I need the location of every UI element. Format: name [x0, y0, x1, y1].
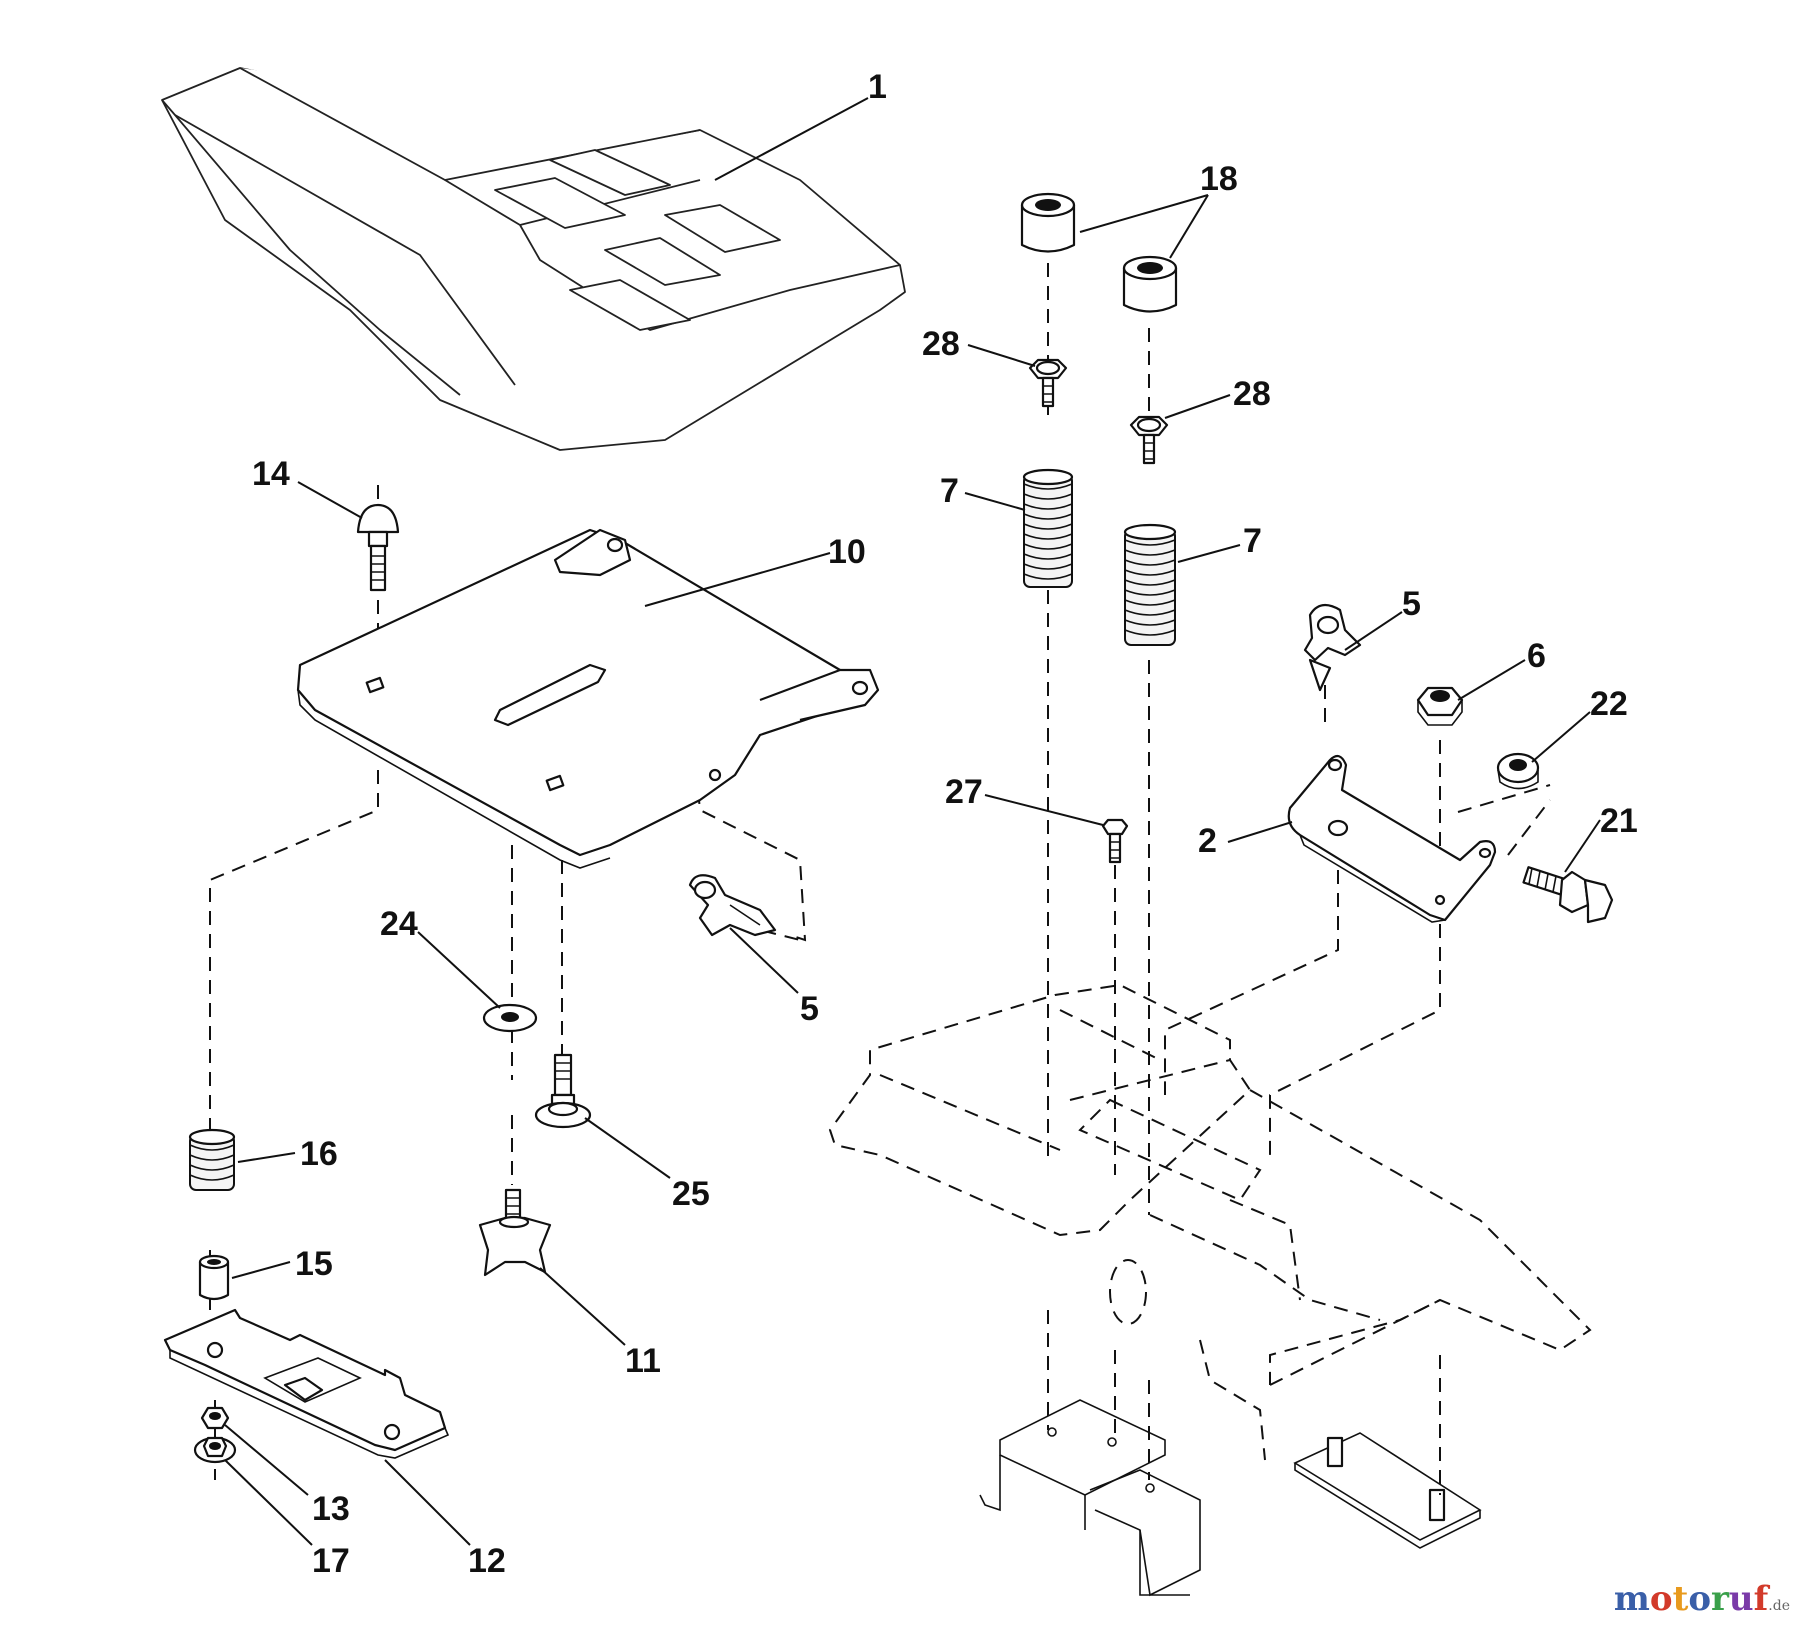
mower-frame-outline — [828, 983, 1592, 1461]
callout-10: 10 — [828, 533, 866, 571]
lower-bracket-right — [1293, 1432, 1482, 1549]
watermark-tld: .de — [1768, 1598, 1790, 1614]
callout-25: 25 — [672, 1175, 710, 1213]
clip-upper — [1303, 603, 1362, 692]
flat-washer — [482, 1003, 538, 1033]
hex-nut — [1416, 686, 1464, 726]
callout-27: 27 — [945, 773, 983, 811]
small-spring — [188, 1128, 236, 1191]
callout-13: 13 — [312, 1490, 350, 1528]
bushing-left — [1020, 192, 1076, 253]
callout-14: 14 — [252, 455, 290, 493]
watermark-letter: o — [1649, 1579, 1673, 1619]
callout-5-upper: 5 — [1402, 585, 1421, 623]
callout-2: 2 — [1198, 822, 1217, 860]
callout-18: 18 — [1200, 160, 1238, 198]
watermark-letter: f — [1753, 1579, 1769, 1619]
watermark-letter: r — [1711, 1579, 1729, 1619]
callout-7-left: 7 — [940, 472, 959, 510]
callout-15: 15 — [295, 1245, 333, 1283]
adjustment-knob — [478, 1188, 552, 1277]
watermark-letter: t — [1672, 1579, 1689, 1619]
slide-plate — [163, 1308, 450, 1459]
spring-left — [1022, 468, 1074, 588]
callout-28-right: 28 — [1233, 375, 1271, 413]
carriage-bolt — [356, 503, 400, 592]
spring-right — [1123, 523, 1177, 646]
watermark-letter: o — [1688, 1579, 1711, 1619]
callout-21: 21 — [1600, 802, 1638, 840]
callout-24: 24 — [380, 905, 418, 943]
shoulder-bolt — [534, 1053, 592, 1129]
star-bolt-left — [1028, 358, 1068, 408]
callout-7-right: 7 — [1243, 522, 1262, 560]
flange-nut-13 — [200, 1406, 230, 1430]
watermark-brand: motoruf — [1614, 1579, 1768, 1619]
callout-16: 16 — [300, 1135, 338, 1173]
star-bolt-right — [1129, 415, 1169, 465]
small-bolt — [1101, 818, 1129, 864]
clip-lower — [688, 874, 777, 937]
callout-5-lower: 5 — [800, 990, 819, 1028]
watermark-letter: m — [1613, 1579, 1650, 1619]
callout-17: 17 — [312, 1542, 350, 1580]
leader-lines — [224, 97, 1601, 1546]
seat-pan — [296, 528, 880, 869]
callout-11: 11 — [625, 1342, 661, 1380]
callout-28-left: 28 — [922, 325, 960, 363]
assembly-lines — [209, 263, 1551, 1495]
callout-22: 22 — [1590, 685, 1628, 723]
seat — [161, 67, 906, 451]
flange-nut-17 — [193, 1436, 237, 1464]
watermark-logo: motoruf.de — [1614, 1579, 1790, 1619]
seat-bracket — [1287, 754, 1497, 923]
spacer — [198, 1254, 230, 1301]
callout-labels: 1 18 28 28 14 10 7 7 5 6 22 21 2 27 24 5… — [252, 68, 1638, 1580]
lower-bracket-left — [979, 1399, 1201, 1597]
callout-12: 12 — [468, 1542, 506, 1580]
bushing-right — [1122, 255, 1178, 313]
callout-6: 6 — [1527, 637, 1546, 675]
hex-bolt — [1522, 866, 1614, 924]
watermark-letter: u — [1728, 1579, 1754, 1619]
flange-nut — [1496, 752, 1540, 790]
callout-1: 1 — [868, 68, 887, 106]
